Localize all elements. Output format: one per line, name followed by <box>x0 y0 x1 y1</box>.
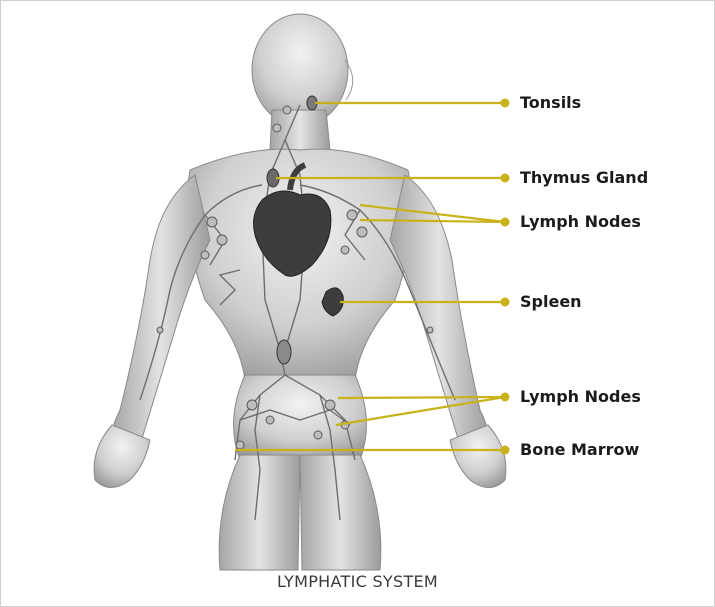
label-tonsils: Tonsils <box>520 94 581 112</box>
label-lymph-nodes-upper: Lymph Nodes <box>520 213 641 231</box>
leader-dots <box>501 99 510 455</box>
figure-caption: LYMPHATIC SYSTEM <box>0 572 715 591</box>
label-spleen: Spleen <box>520 293 582 311</box>
label-lymph-nodes-lower: Lymph Nodes <box>520 388 641 406</box>
label-bone-marrow: Bone Marrow <box>520 441 639 459</box>
label-thymus-gland: Thymus Gland <box>520 169 648 187</box>
